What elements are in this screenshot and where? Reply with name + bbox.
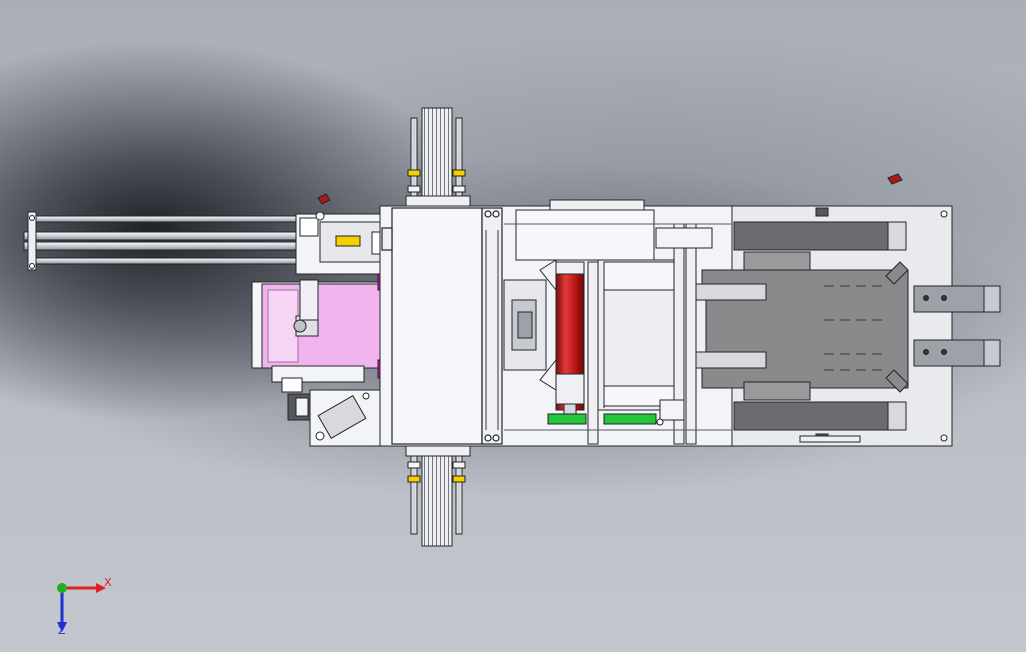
x-axis-label: X bbox=[104, 576, 112, 589]
red-cylinder-actuator[interactable] bbox=[515, 199, 657, 425]
center-carriage-plate[interactable] bbox=[381, 207, 503, 445]
vertical-linear-module[interactable] bbox=[405, 107, 471, 547]
gripper-plate[interactable] bbox=[701, 251, 909, 401]
middle-gearbox[interactable] bbox=[503, 259, 683, 411]
z-axis-label: Z bbox=[58, 624, 66, 637]
gripper-fingers[interactable] bbox=[799, 207, 1001, 443]
coordinate-triad: X Z bbox=[40, 570, 120, 640]
triad-axes-icon bbox=[57, 583, 106, 632]
gripper-jaws[interactable] bbox=[695, 221, 907, 431]
vertical-rails[interactable] bbox=[504, 223, 732, 445]
pink-carriage-block[interactable] bbox=[251, 271, 393, 421]
left-rod-assembly[interactable] bbox=[23, 211, 325, 271]
